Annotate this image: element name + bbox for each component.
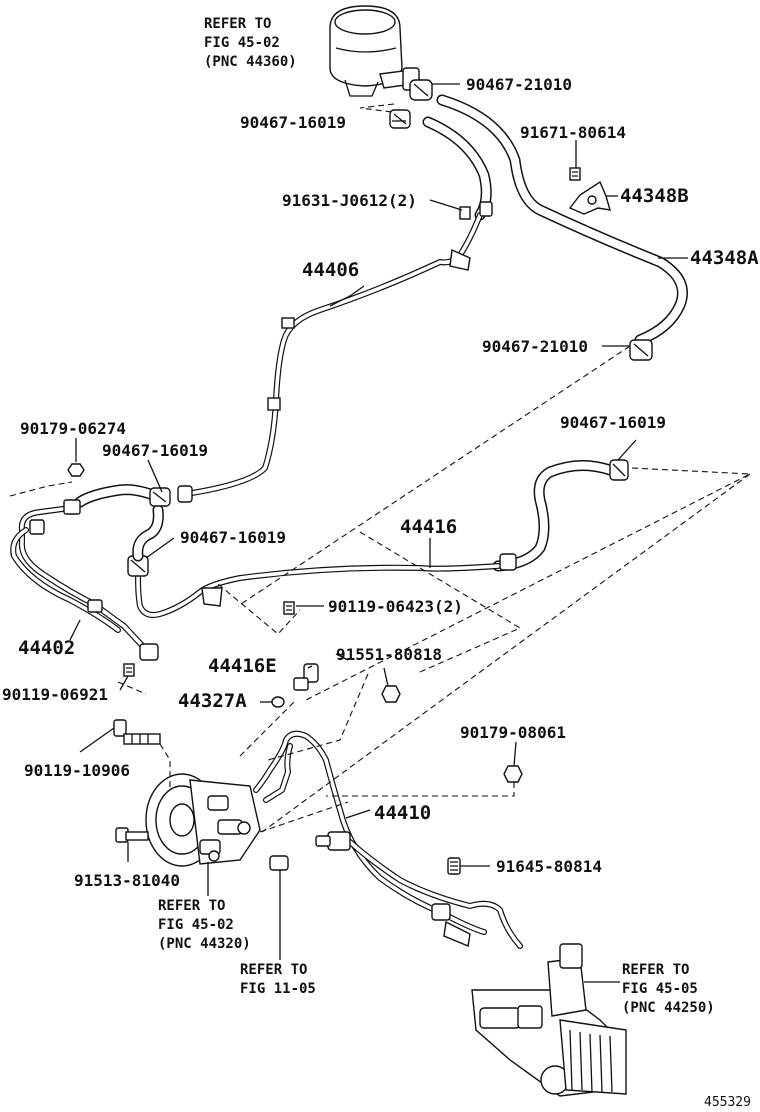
svg-text:REFER TO: REFER TO bbox=[158, 898, 225, 914]
label-90179-08061: 90179-08061 bbox=[460, 723, 566, 742]
label-90467-16019-d: 90467-16019 bbox=[180, 528, 286, 547]
tube-bracket-44416 bbox=[201, 587, 223, 607]
label-91671-80614: 91671-80614 bbox=[520, 123, 626, 142]
hose-bracket-44348b bbox=[568, 180, 611, 215]
nut-90179-08061 bbox=[503, 765, 523, 783]
bolt-90119-06921 bbox=[123, 663, 135, 677]
ref-pump-label: REFER TO FIG 45-02 (PNC 44320) bbox=[158, 898, 251, 952]
label-44327a: 44327A bbox=[178, 690, 247, 712]
nut-90179-06274 bbox=[67, 463, 85, 477]
steering-gear-assembly bbox=[471, 943, 627, 1097]
tube-clip-1 bbox=[281, 317, 295, 329]
hose-clamp-upper bbox=[409, 79, 433, 101]
label-44402: 44402 bbox=[18, 637, 75, 659]
label-90467-21010: 90467-21010 bbox=[466, 75, 572, 94]
svg-text:REFER TO: REFER TO bbox=[240, 962, 307, 978]
label-90467-16019: 90467-16019 bbox=[240, 113, 346, 132]
label-90467-16019-c: 90467-16019 bbox=[102, 441, 208, 460]
svg-text:(PNC 44320): (PNC 44320) bbox=[158, 936, 251, 952]
bracket-44402 bbox=[29, 499, 159, 661]
bolt-90119-06423 bbox=[283, 601, 295, 615]
label-90467-21010-b: 90467-21010 bbox=[482, 337, 588, 356]
hose-clamp-left bbox=[149, 487, 171, 507]
svg-text:FIG 45-02: FIG 45-02 bbox=[204, 35, 280, 51]
label-90119-06921: 90119-06921 bbox=[2, 685, 108, 704]
label-90179-06274: 90179-06274 bbox=[20, 419, 126, 438]
svg-text:FIG 45-05: FIG 45-05 bbox=[622, 981, 698, 997]
label-44348a: 44348A bbox=[690, 247, 759, 269]
gasket-44327a bbox=[271, 696, 285, 708]
label-44348b: 44348B bbox=[620, 185, 689, 207]
label-44406: 44406 bbox=[302, 259, 359, 281]
bolt-90119-10906 bbox=[113, 719, 161, 745]
tube-bracket-44406 bbox=[449, 201, 493, 271]
svg-text:FIG 45-02: FIG 45-02 bbox=[158, 917, 234, 933]
tube-clip-2 bbox=[267, 397, 281, 411]
label-91551-80818: 91551-80818 bbox=[336, 645, 442, 664]
reservoir-tank bbox=[329, 5, 420, 97]
label-90119-06423: 90119-06423(2) bbox=[328, 597, 463, 616]
union-44416e bbox=[293, 663, 319, 691]
ref-gear-label: REFER TO FIG 45-05 (PNC 44250) bbox=[622, 962, 715, 1016]
label-44410: 44410 bbox=[374, 802, 431, 824]
label-91645-80814: 91645-80814 bbox=[496, 857, 602, 876]
figure-id: 455329 bbox=[704, 1095, 751, 1110]
svg-text:(PNC 44360): (PNC 44360) bbox=[204, 54, 297, 70]
power-steering-pump bbox=[145, 773, 261, 867]
svg-text:(PNC 44250): (PNC 44250) bbox=[622, 1000, 715, 1016]
bolt-91513-81040 bbox=[115, 827, 149, 843]
tube-clip-44416 bbox=[499, 553, 517, 571]
ref-engine-label: REFER TO FIG 11-05 bbox=[240, 962, 316, 997]
label-90467-16019-b: 90467-16019 bbox=[560, 413, 666, 432]
clamp-44416-end bbox=[609, 459, 629, 481]
bolt-91671 bbox=[569, 167, 581, 181]
bolt-91645-80814 bbox=[447, 857, 461, 875]
label-44416e: 44416E bbox=[208, 655, 277, 677]
bolt-91551-80818 bbox=[381, 685, 401, 703]
pump-fitting bbox=[269, 855, 289, 871]
tube-bracket-44410 bbox=[315, 831, 471, 947]
svg-text:FIG 11-05: FIG 11-05 bbox=[240, 981, 316, 997]
hose-clamp-small bbox=[389, 109, 411, 129]
svg-text:REFER TO: REFER TO bbox=[622, 962, 689, 978]
svg-text:REFER TO: REFER TO bbox=[204, 16, 271, 32]
ref-reservoir-label: REFER TO FIG 45-02 (PNC 44360) bbox=[204, 16, 297, 70]
clamp-44348a-end bbox=[629, 339, 653, 361]
label-90119-10906: 90119-10906 bbox=[24, 761, 130, 780]
label-91513-81040: 91513-81040 bbox=[74, 871, 180, 890]
tube-end-fitting bbox=[177, 485, 193, 503]
label-44416: 44416 bbox=[400, 516, 457, 538]
label-91631-j0612: 91631-J0612(2) bbox=[282, 191, 417, 210]
